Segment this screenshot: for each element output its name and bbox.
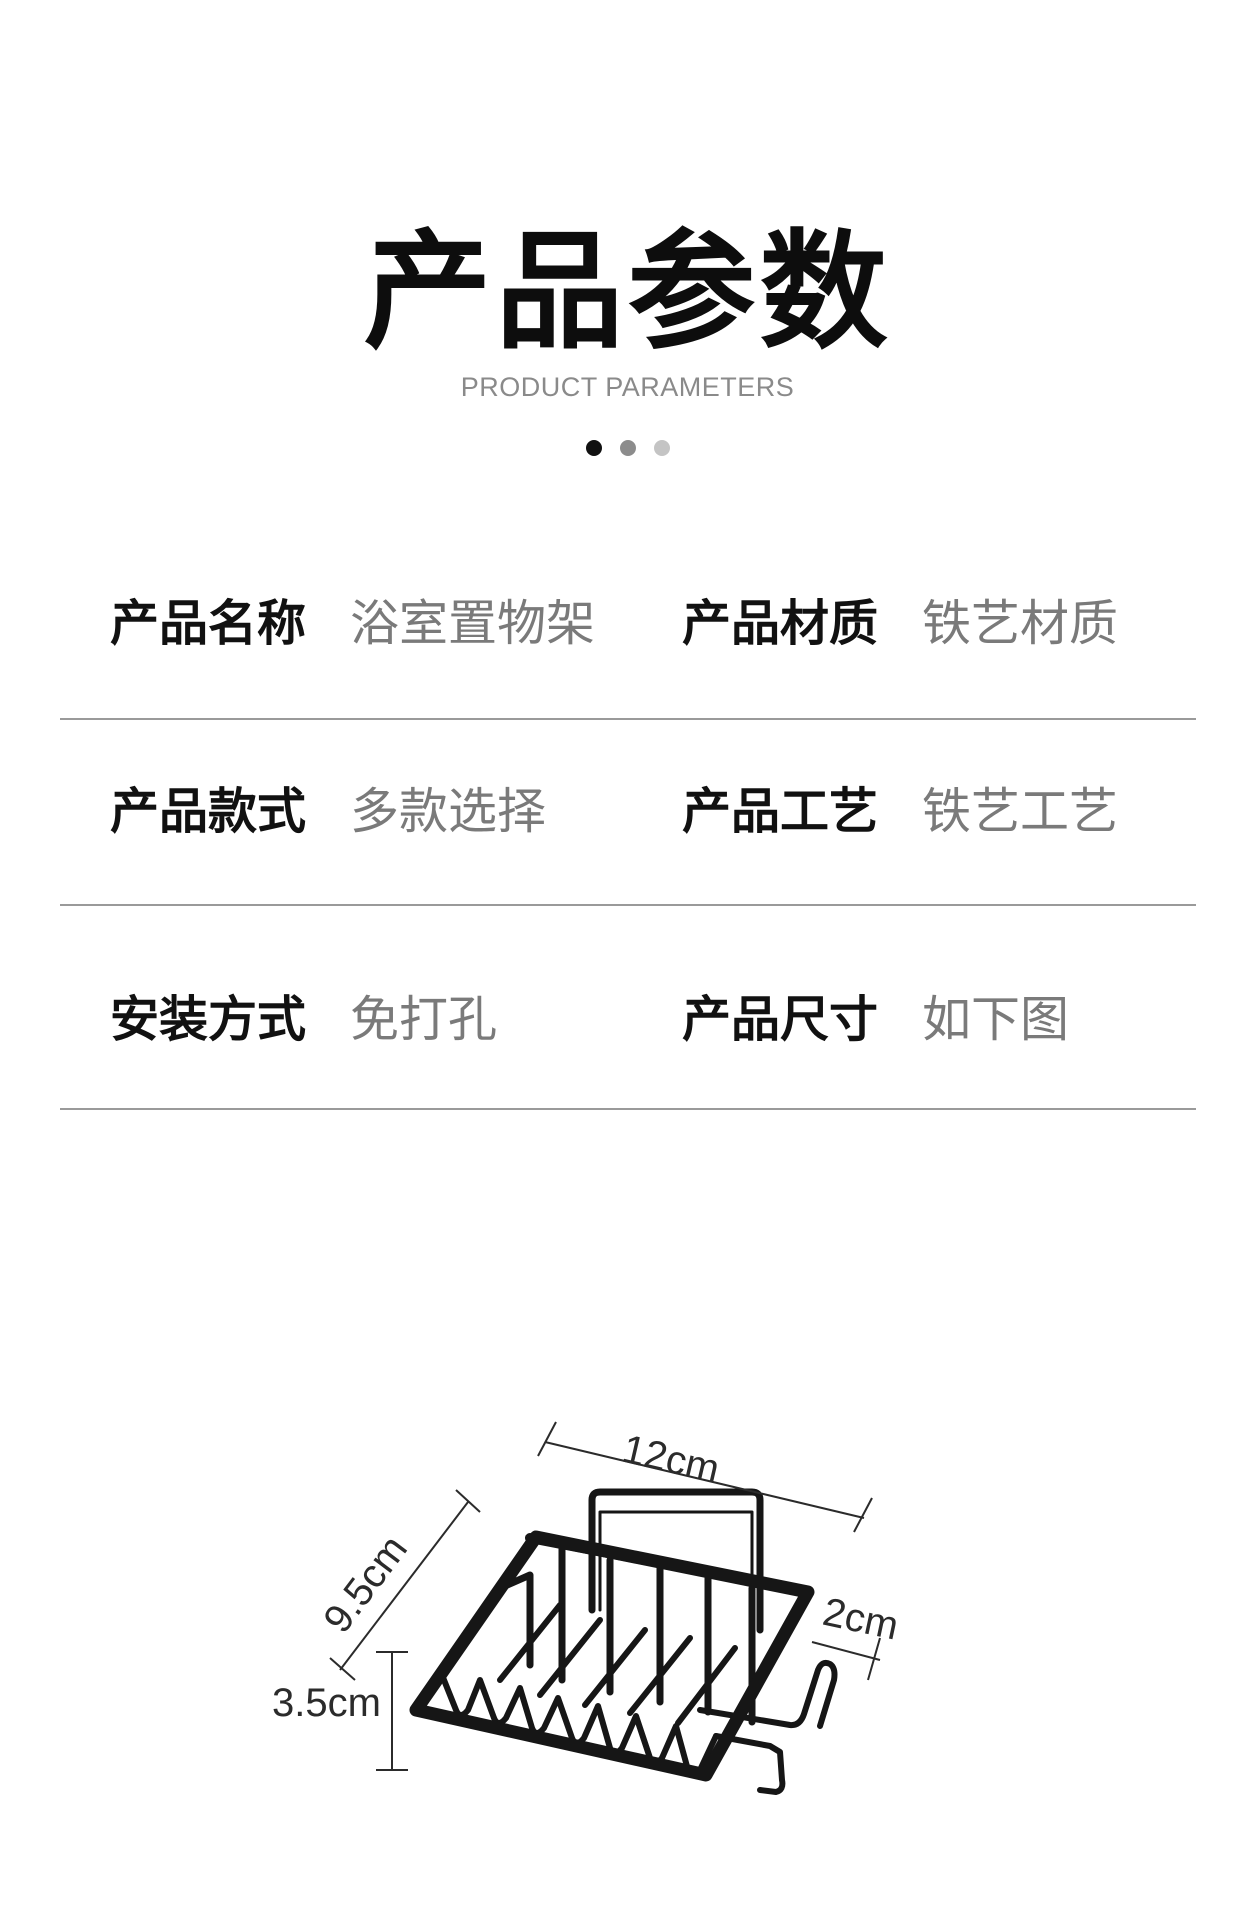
dot-3 [653,440,670,456]
spec-cell-install: 安装方式 免打孔 [110,980,497,1051]
spec-row-3: 安装方式 免打孔 产品尺寸 如下图 [60,906,1196,1110]
spec-value: 铁艺工艺 [922,783,1119,840]
pagination-dots [0,440,1255,456]
spec-label: 产品尺寸 [682,991,879,1048]
dimension-height-label: 3.5cm [272,1681,381,1725]
spec-value: 多款选择 [350,783,547,840]
spec-value: 免打孔 [350,991,498,1048]
dimension-lines [329,1421,881,1771]
soap-rack-illustration [409,1488,838,1795]
dot-2 [619,440,636,456]
dimension-width-label: 9.5cm [315,1527,416,1640]
spec-cell-craft: 产品工艺 铁艺工艺 [682,772,1118,843]
page-title: 产品参数 [363,218,892,367]
spec-cell-material: 产品材质 铁艺材质 [682,584,1118,655]
spec-label: 产品名称 [110,595,307,652]
spec-label: 产品材质 [682,595,879,652]
spec-value: 如下图 [922,991,1070,1048]
spec-value: 铁艺材质 [922,595,1119,652]
spec-value: 浴室置物架 [350,595,596,652]
spec-row-1: 产品名称 浴室置物架 产品材质 铁艺材质 [60,560,1196,720]
dot-1 [585,440,602,456]
spec-label: 产品工艺 [682,783,879,840]
spec-row-2: 产品款式 多款选择 产品工艺 铁艺工艺 [60,720,1196,906]
spec-cell-size: 产品尺寸 如下图 [682,980,1069,1051]
page-subtitle: PRODUCT PARAMETERS [460,372,795,402]
spec-label: 安装方式 [110,991,307,1048]
product-dimension-diagram: 12cm 9.5cm 2cm 3.5cm [272,1421,902,1795]
dimension-hook-label: 2cm [819,1590,902,1649]
spec-cell-style: 产品款式 多款选择 [110,772,546,843]
spec-label: 产品款式 [110,783,307,840]
dimension-length-label: 12cm [618,1427,723,1492]
spec-cell-name: 产品名称 浴室置物架 [110,584,595,655]
